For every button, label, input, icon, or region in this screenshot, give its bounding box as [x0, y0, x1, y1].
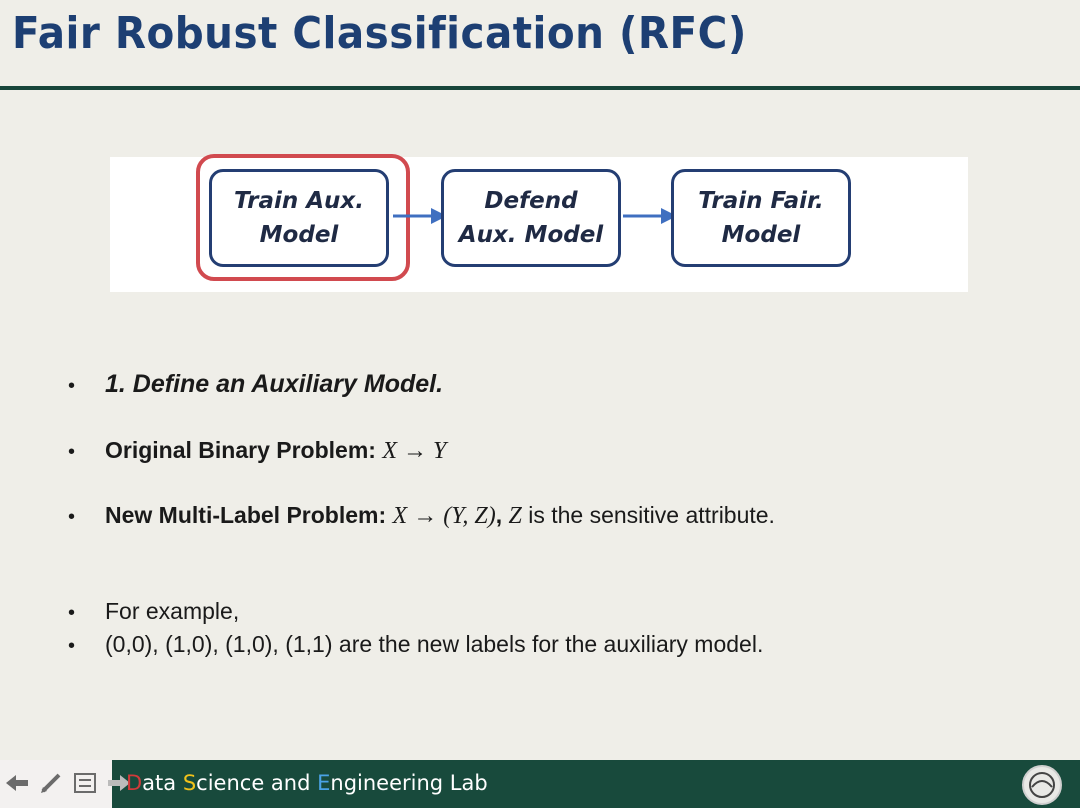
bullet-text: For example, [105, 598, 240, 624]
bullet-dot: • [68, 375, 76, 397]
step-label: Defend Aux. Model [458, 188, 604, 248]
lab-name: Data Science and Engineering Lab [126, 771, 488, 795]
pipeline-diagram: Train Aux. Model Defend Aux. Model Train… [110, 154, 968, 292]
arrow-icon [623, 208, 677, 224]
bullet-define-aux-model: • 1. Define an Auxiliary Model. [68, 370, 443, 399]
slide-title: Fair Robust Classification (RFC) [12, 8, 747, 59]
bullet-text: 1. Define an Auxiliary Model. [105, 370, 444, 398]
bullet-multilabel-problem: • New Multi-Label Problem: X → (Y, Z), Z… [68, 502, 775, 529]
back-arrow-icon[interactable] [4, 770, 30, 796]
bullet-original-problem: • Original Binary Problem: X → Y [68, 437, 446, 465]
footer-bar [0, 760, 1080, 808]
title-bar: Fair Robust Classification (RFC) [0, 0, 1080, 86]
slides-menu-icon[interactable] [72, 770, 98, 796]
math-expression: X → (Y, Z) [392, 503, 496, 529]
step-defend-aux-model: Defend Aux. Model [441, 169, 621, 267]
title-divider [0, 86, 1080, 90]
bullet-dot: • [68, 635, 76, 657]
math-variable: Z [508, 503, 522, 529]
step-label: Train Fair. Model [698, 188, 824, 248]
arrow-icon [393, 208, 447, 224]
math-expression: X → Y [382, 438, 447, 464]
bullet-text: (0,0), (1,0), (1,0), (1,1) are the new l… [105, 631, 764, 657]
forward-arrow-icon[interactable] [106, 770, 132, 796]
bullet-for-example: • For example, [68, 598, 239, 625]
bullet-dot: • [68, 602, 76, 624]
bullet-text: is the sensitive attribute. [528, 502, 775, 528]
bullet-dot: • [68, 506, 76, 528]
bullet-dot: • [68, 441, 76, 463]
step-label: Train Aux. Model [233, 188, 365, 248]
bullet-new-labels: • (0,0), (1,0), (1,0), (1,1) are the new… [68, 631, 763, 658]
step-train-aux-model: Train Aux. Model [209, 169, 389, 267]
bullet-label: New Multi-Label Problem: [105, 502, 387, 528]
bullet-label: Original Binary Problem: [105, 437, 376, 463]
slideshow-controls [4, 770, 132, 796]
lab-logo-icon [1022, 765, 1062, 805]
pen-icon[interactable] [38, 770, 64, 796]
step-train-fair-model: Train Fair. Model [671, 169, 851, 267]
